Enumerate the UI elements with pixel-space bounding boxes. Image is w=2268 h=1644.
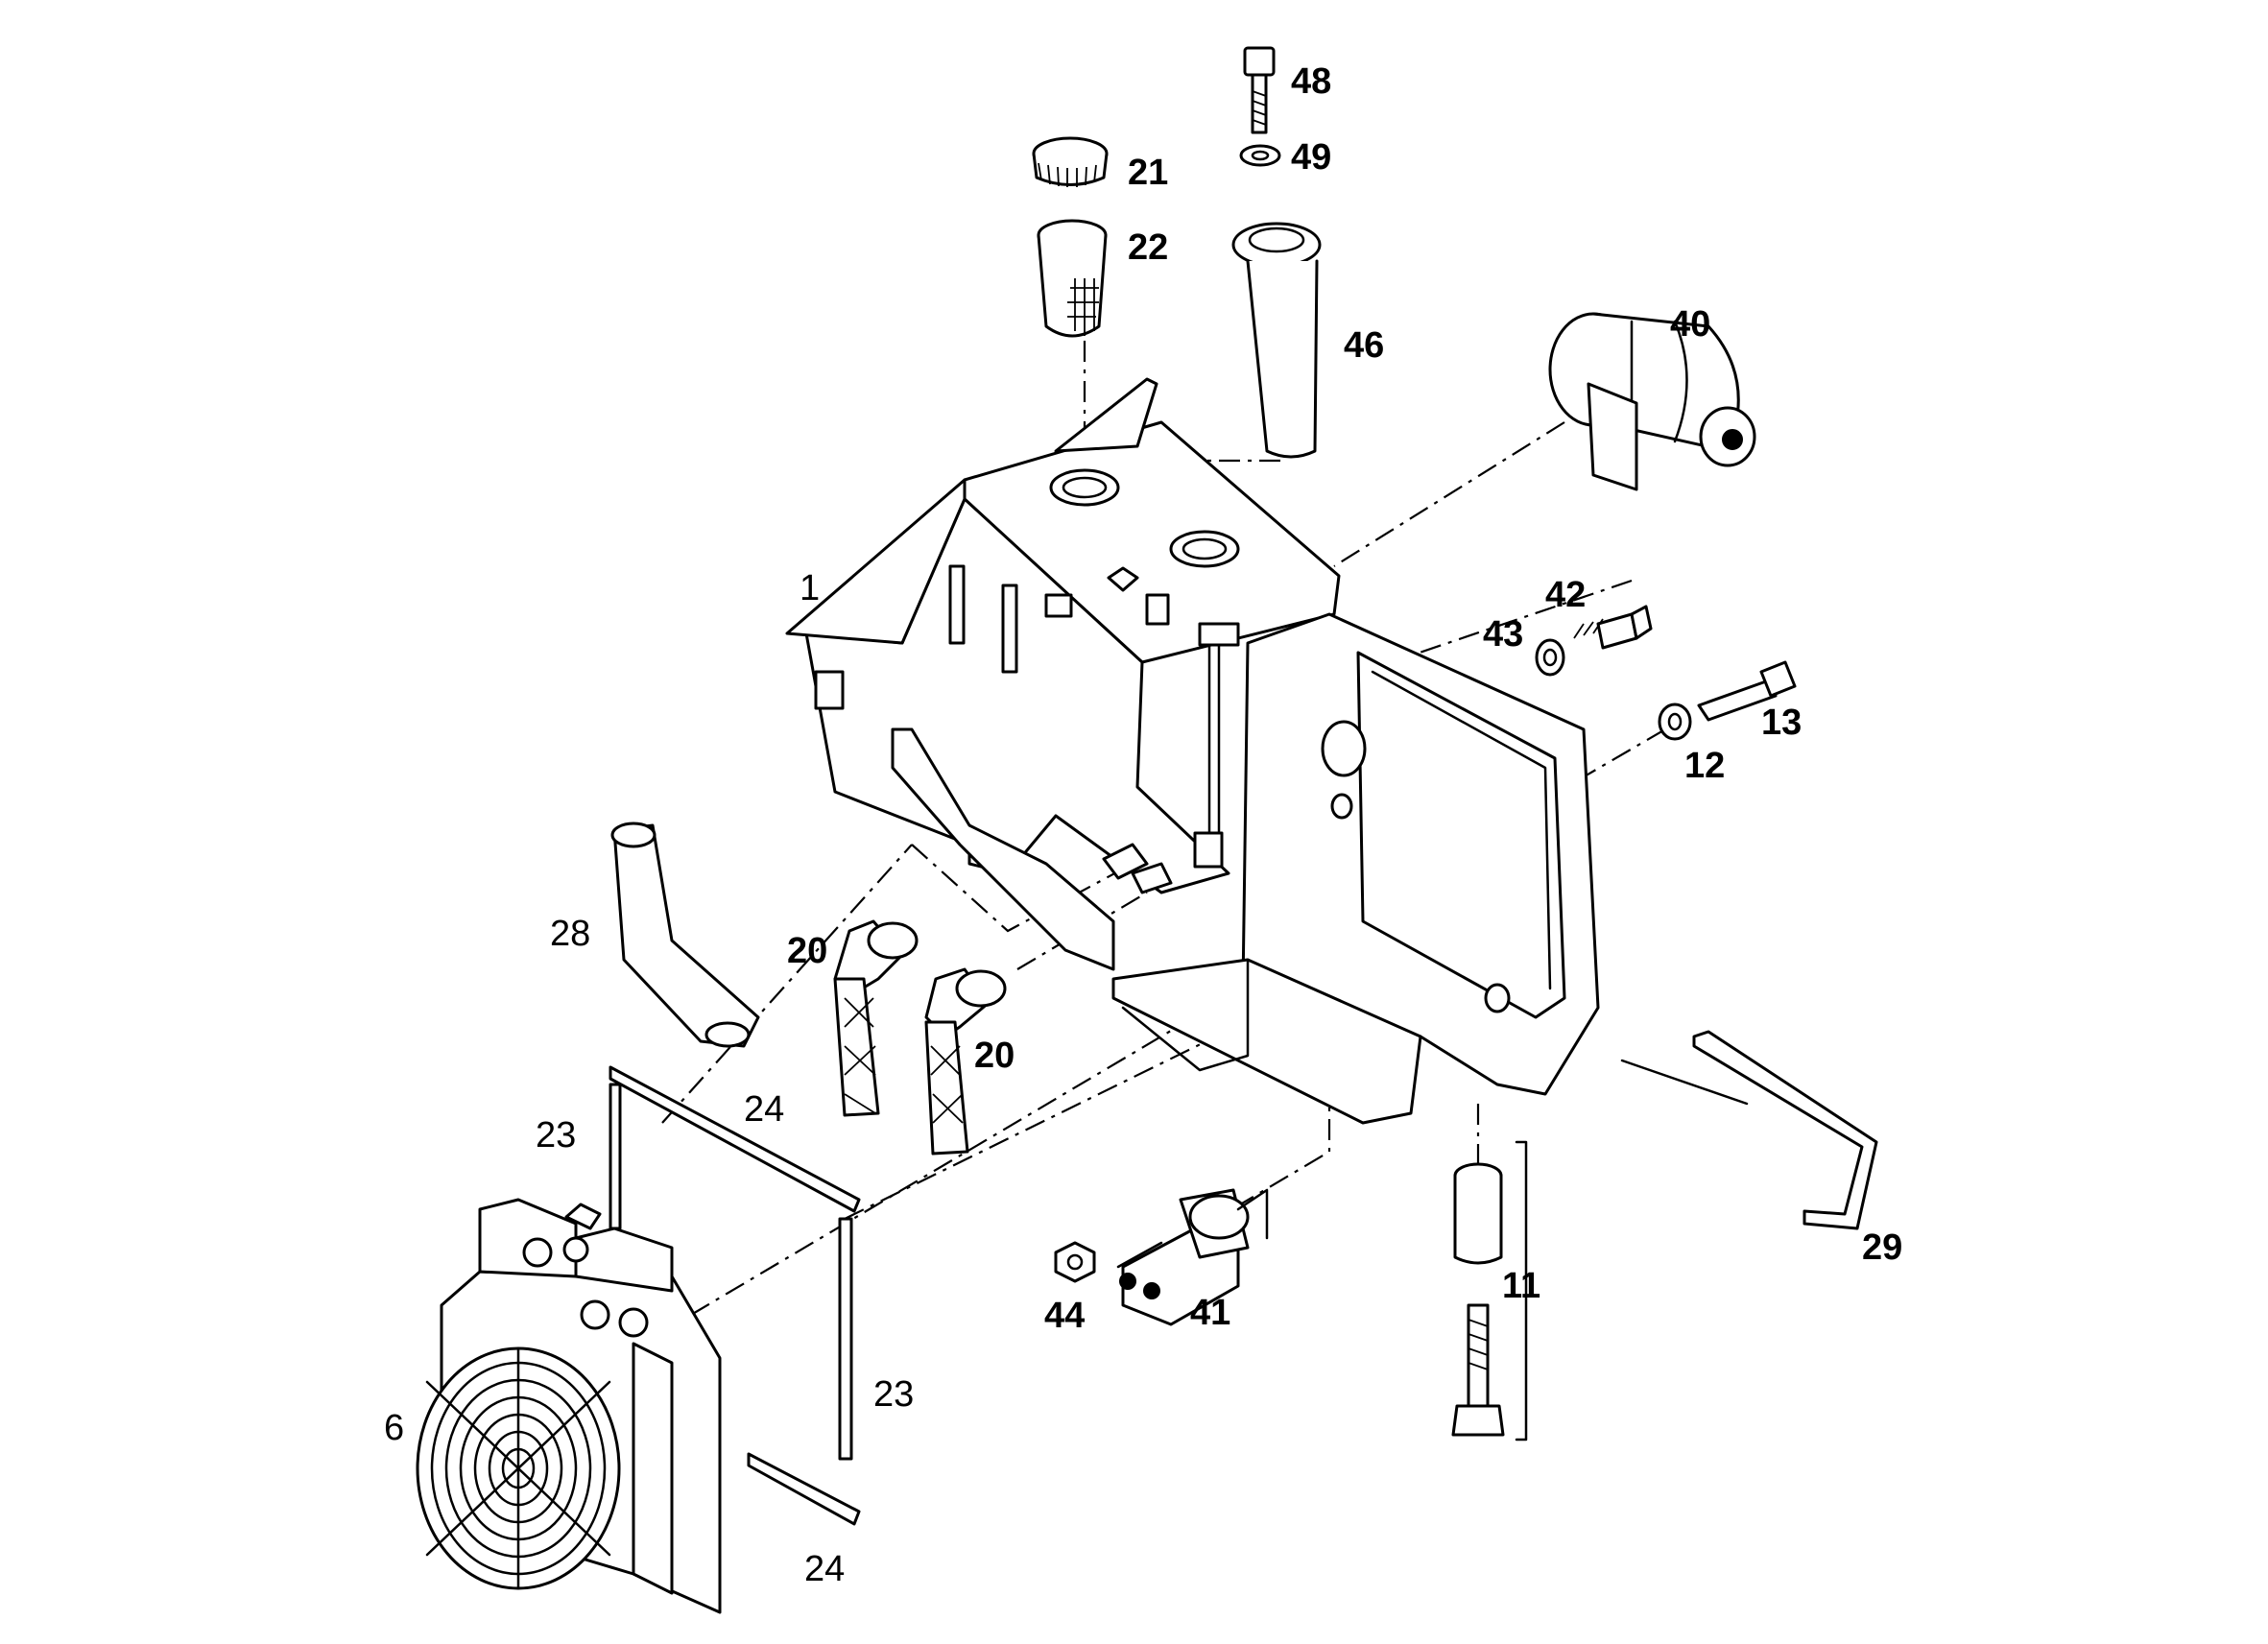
label-23-lower: 23	[873, 1374, 914, 1415]
breather-filter	[1548, 312, 1756, 491]
assembly-lines	[661, 341, 1666, 1316]
part-labels: 1 6 11 12 13 20 20 21 22 23 23 24 24 28 …	[384, 61, 1902, 1589]
oil-cooler-fan	[416, 1198, 722, 1614]
label-6: 6	[384, 1408, 404, 1448]
label-1: 1	[800, 568, 820, 608]
hose-20-left	[833, 919, 919, 1117]
label-40: 40	[1670, 304, 1710, 345]
filler-cap	[1032, 136, 1109, 187]
label-20-right: 20	[974, 1036, 1015, 1076]
bolt-13	[1697, 660, 1797, 722]
label-28: 28	[550, 914, 590, 954]
bolt-42	[1573, 605, 1653, 650]
label-11: 11	[1502, 1266, 1540, 1306]
label-29: 29	[1862, 1227, 1902, 1268]
level-sender-tube	[1231, 222, 1322, 459]
sender-bolt	[1243, 46, 1276, 134]
rod-29	[1620, 1030, 1878, 1230]
washer-43	[1535, 638, 1565, 677]
label-22: 22	[1128, 227, 1168, 268]
strainer-basket	[1037, 219, 1108, 338]
label-48: 48	[1291, 61, 1331, 102]
label-24-lower: 24	[804, 1549, 845, 1589]
solenoid-valve-41	[1116, 1188, 1269, 1326]
washer-12	[1658, 703, 1692, 741]
label-41: 41	[1190, 1293, 1230, 1333]
hose-28	[610, 822, 760, 1048]
nut-44	[1054, 1241, 1096, 1283]
label-12: 12	[1684, 746, 1725, 786]
label-21: 21	[1128, 153, 1168, 193]
label-44: 44	[1044, 1296, 1085, 1336]
seal-strips	[609, 1065, 861, 1526]
main-tank-frame	[785, 377, 1600, 1125]
label-46: 46	[1344, 325, 1384, 366]
spacer-bolt-11	[1451, 1140, 1528, 1441]
label-24-upper: 24	[744, 1089, 784, 1130]
label-43: 43	[1483, 614, 1523, 655]
label-23-upper: 23	[536, 1115, 576, 1156]
label-42: 42	[1545, 575, 1586, 615]
label-49: 49	[1291, 137, 1331, 178]
hose-20-right	[924, 967, 1007, 1156]
fittings-20	[1102, 843, 1173, 894]
sender-washer	[1239, 144, 1281, 167]
label-13: 13	[1761, 703, 1802, 743]
label-20-left: 20	[787, 931, 827, 971]
